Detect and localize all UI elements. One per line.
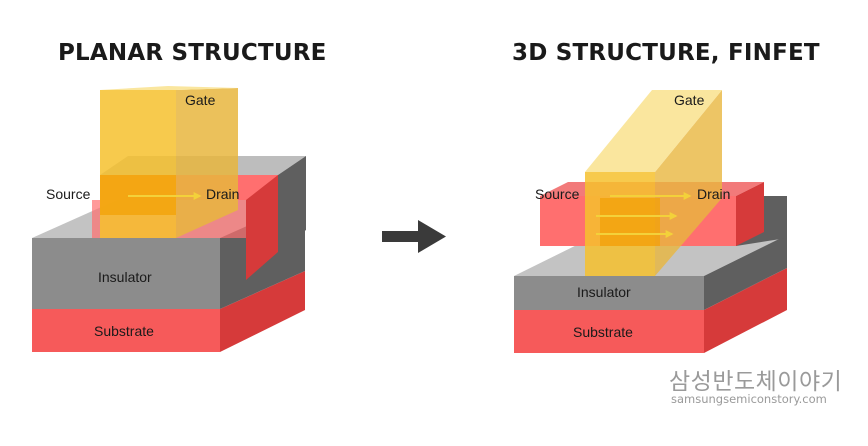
watermark-url: samsungsemiconstory.com [671,392,827,406]
planar-insulator-label: Insulator [98,269,152,285]
arrow-right-icon [382,220,446,253]
finfet-substrate-label: Substrate [573,324,633,340]
finfet-source-label: Source [535,186,580,202]
planar-substrate [32,271,305,352]
finfet-drain-label: Drain [697,186,730,202]
watermark-korean: 삼성반도체이야기 [669,369,843,395]
finfet-structure-title: 3D STRUCTURE, FINFET [512,40,820,66]
planar-source-label: Source [46,186,91,202]
planar-diagram: Gate Source Drain Insulator Substrate [32,86,306,352]
planar-gate-label: Gate [185,92,216,108]
planar-structure-title: PLANAR STRUCTURE [58,40,327,66]
planar-gate [100,86,238,238]
finfet-gate-label: Gate [674,92,705,108]
finfet-gate [585,90,722,276]
finfet-substrate [514,268,787,353]
finfet-insulator-label: Insulator [577,284,631,300]
planar-substrate-label: Substrate [94,323,154,339]
planar-drain-label: Drain [206,186,239,202]
finfet-diagram: Gate Source Drain Insulator Substrate [514,90,787,353]
